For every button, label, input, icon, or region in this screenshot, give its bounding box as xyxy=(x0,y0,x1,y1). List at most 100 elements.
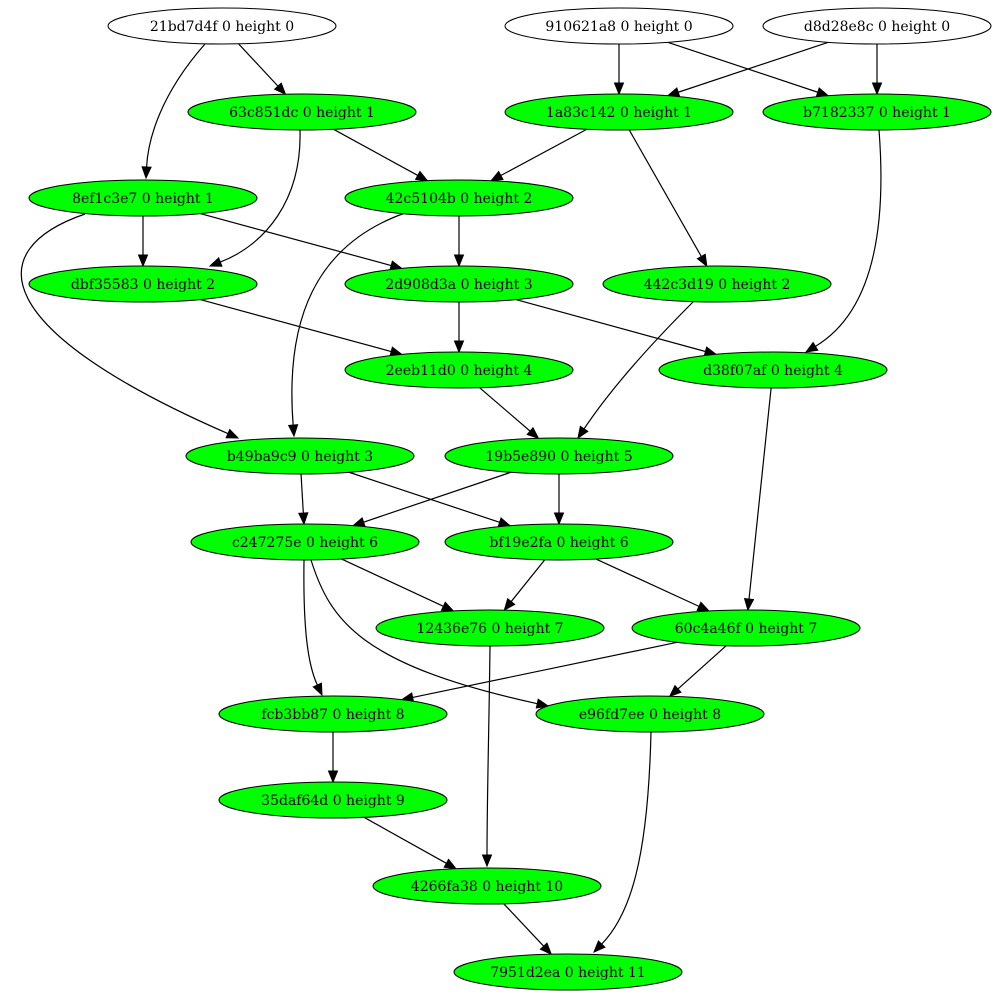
edge-line xyxy=(238,43,279,87)
edge-12436e76-4266fa38 xyxy=(481,645,493,868)
edge-line xyxy=(412,641,678,699)
node-ellipse xyxy=(190,523,420,561)
edge-c247275e-fcb3bb87 xyxy=(303,559,323,697)
edge-arrowhead xyxy=(539,942,553,956)
edge-arrowhead xyxy=(871,82,883,96)
edge-arrowhead xyxy=(414,170,429,182)
edge-c247275e-12436e76 xyxy=(341,558,455,612)
node-c247275e[interactable]: c247275e 0 height 6 xyxy=(190,523,420,561)
node-2eeb11d0[interactable]: 2eeb11d0 0 height 4 xyxy=(344,351,574,389)
edge-arrowhead xyxy=(613,82,625,96)
edge-442c3d19-19b5e890 xyxy=(577,301,694,440)
edge-b7182337-d38f07af xyxy=(804,129,882,353)
edge-line xyxy=(145,43,206,168)
node-label: 42c5104b 0 height 2 xyxy=(386,191,533,207)
edge-arrowhead xyxy=(743,598,755,612)
edge-arrowhead xyxy=(666,87,681,98)
edge-line xyxy=(363,471,512,523)
node-42c5104b[interactable]: 42c5104b 0 height 2 xyxy=(344,179,574,217)
node-63c851dc[interactable]: 63c851dc 0 height 1 xyxy=(187,93,417,131)
node-d8d28e8c[interactable]: d8d28e8c 0 height 0 xyxy=(762,7,992,45)
edge-19b5e890-bf19e2fa xyxy=(553,474,565,526)
edge-arrowhead xyxy=(351,517,366,527)
node-7951d2ea[interactable]: 7951d2ea 0 height 11 xyxy=(453,953,683,991)
edge-910621a8-1a83c142 xyxy=(613,44,625,96)
node-label: 12436e76 0 height 7 xyxy=(416,621,563,637)
node-ellipse xyxy=(453,953,683,991)
edge-line xyxy=(815,129,882,347)
node-ellipse xyxy=(28,179,258,217)
node-label: dbf35583 0 height 2 xyxy=(71,277,215,293)
node-label: 8ef1c3e7 0 height 1 xyxy=(72,191,214,207)
edge-4266fa38-7951d2ea xyxy=(503,903,553,956)
edge-b49ba9c9-c247275e xyxy=(298,473,309,526)
edge-line xyxy=(310,559,538,705)
edge-line xyxy=(303,559,318,686)
node-ellipse xyxy=(218,781,448,819)
nodes-layer: 21bd7d4f 0 height 0 910621a8 0 height 0 d8… xyxy=(28,7,992,991)
edge-arrowhead xyxy=(553,512,565,526)
node-ellipse xyxy=(185,437,415,475)
edge-arrowhead xyxy=(141,166,152,180)
node-bf19e2fa[interactable]: bf19e2fa 0 height 6 xyxy=(444,523,674,561)
node-ellipse xyxy=(344,179,574,217)
edge-21bd7d4f-8ef1c3e7 xyxy=(141,43,206,180)
node-1a83c142[interactable]: 1a83c142 0 height 1 xyxy=(504,93,734,131)
node-19b5e890[interactable]: 19b5e890 0 height 5 xyxy=(444,437,674,475)
edge-line xyxy=(678,41,829,93)
node-label: d8d28e8c 0 height 0 xyxy=(804,19,950,35)
node-4266fa38[interactable]: 4266fa38 0 height 10 xyxy=(372,867,602,905)
node-label: 4266fa38 0 height 10 xyxy=(411,879,563,895)
edge-arrowhead xyxy=(443,858,458,870)
edge-60c4a46f-fcb3bb87 xyxy=(400,641,678,703)
node-8ef1c3e7[interactable]: 8ef1c3e7 0 height 1 xyxy=(28,179,258,217)
node-b7182337[interactable]: b7182337 0 height 1 xyxy=(762,93,992,131)
edge-fcb3bb87-35daf64d xyxy=(327,732,339,784)
edge-line xyxy=(486,645,491,856)
edge-8ef1c3e7-b49ba9c9 xyxy=(20,213,240,439)
edge-910621a8-b7182337 xyxy=(667,41,830,98)
edge-d8d28e8c-b7182337 xyxy=(871,44,883,96)
node-ellipse xyxy=(658,351,888,389)
node-d38f07af[interactable]: d38f07af 0 height 4 xyxy=(658,351,888,389)
edge-21bd7d4f-63c851dc xyxy=(238,43,287,96)
edge-line xyxy=(595,558,700,607)
node-ellipse xyxy=(372,867,602,905)
edge-arrowhead xyxy=(287,424,299,438)
edge-arrowhead xyxy=(327,770,339,784)
node-label: 19b5e890 0 height 5 xyxy=(485,449,632,465)
edge-line xyxy=(667,41,818,93)
edge-line xyxy=(510,559,546,602)
node-b49ba9c9[interactable]: b49ba9c9 0 height 3 xyxy=(185,437,415,475)
node-label: b7182337 0 height 1 xyxy=(803,105,951,121)
edge-1a83c142-42c5104b xyxy=(489,128,588,182)
node-dbf35583[interactable]: dbf35583 0 height 2 xyxy=(28,265,258,303)
node-60c4a46f[interactable]: 60c4a46f 0 height 7 xyxy=(631,609,861,647)
node-442c3d19[interactable]: 442c3d19 0 height 2 xyxy=(602,265,832,303)
node-label: 60c4a46f 0 height 7 xyxy=(675,621,817,637)
node-2d908d3a[interactable]: 2d908d3a 0 height 3 xyxy=(344,265,574,303)
node-35daf64d[interactable]: 35daf64d 0 height 9 xyxy=(218,781,448,819)
edge-e96fd7ee-7951d2ea xyxy=(593,731,652,953)
edge-42c5104b-b49ba9c9 xyxy=(287,212,406,438)
node-label: d38f07af 0 height 4 xyxy=(703,363,843,379)
node-label: 21bd7d4f 0 height 0 xyxy=(150,19,294,35)
edge-line xyxy=(677,645,727,690)
node-ellipse xyxy=(107,7,337,45)
node-e96fd7ee[interactable]: e96fd7ee 0 height 8 xyxy=(535,695,765,733)
edge-arrowhead xyxy=(489,170,504,182)
node-label: 2d908d3a 0 height 3 xyxy=(385,277,532,293)
edge-arrowhead xyxy=(503,597,516,612)
edge-arrowhead xyxy=(225,428,240,439)
node-ellipse xyxy=(28,265,258,303)
edge-line xyxy=(341,558,444,607)
edge-arrowhead xyxy=(804,341,819,353)
node-21bd7d4f[interactable]: 21bd7d4f 0 height 0 xyxy=(107,7,337,45)
node-12436e76[interactable]: 12436e76 0 height 7 xyxy=(375,609,605,647)
node-fcb3bb87[interactable]: fcb3bb87 0 height 8 xyxy=(218,695,448,733)
node-ellipse xyxy=(444,523,674,561)
edge-63c851dc-dbf35583 xyxy=(208,129,301,267)
node-910621a8[interactable]: 910621a8 0 height 0 xyxy=(504,7,734,45)
edge-line xyxy=(348,471,500,523)
